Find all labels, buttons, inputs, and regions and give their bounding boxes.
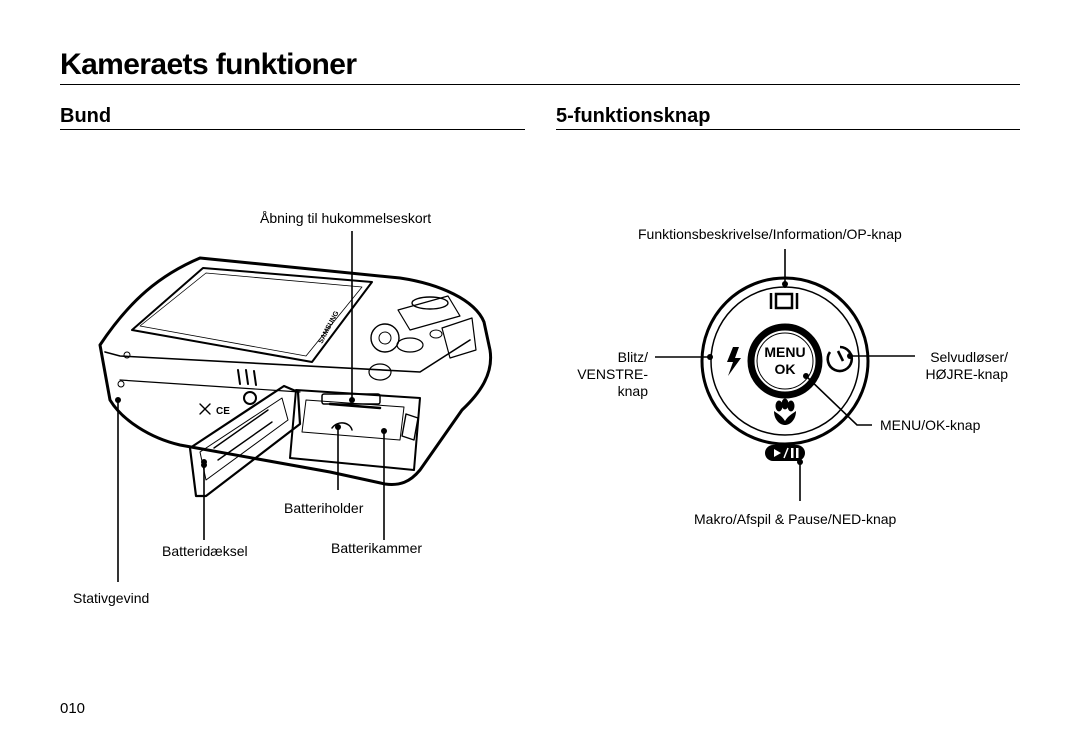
section-heading-bottom: Bund — [60, 105, 112, 127]
label-battery-cover: Batteridæksel — [162, 543, 248, 559]
label-timer-right-line1: Selvudløser/ — [930, 349, 1008, 365]
display-info-icon — [769, 292, 799, 310]
self-timer-icon — [826, 345, 854, 373]
label-battery-holder: Batteriholder — [284, 500, 364, 516]
title-rule — [60, 84, 1020, 85]
page-title: Kameraets funktioner — [60, 48, 357, 81]
svg-text:CE: CE — [216, 406, 230, 417]
label-menu-ok: MENU/OK-knap — [880, 417, 981, 433]
flash-icon — [727, 347, 741, 376]
label-timer-right: Selvudløser/ HØJRE-knap — [900, 349, 1008, 383]
label-tripod-socket: Stativgevind — [73, 590, 150, 606]
label-macro-play: Makro/Afspil & Pause/NED-knap — [694, 511, 897, 527]
label-timer-right-line2: HØJRE-knap — [925, 366, 1008, 382]
label-battery-chamber: Batterikammer — [331, 540, 423, 556]
label-flash-left: Blitz/ VENSTRE- knap — [560, 349, 648, 400]
label-memory-card-opening: Åbning til hukommelseskort — [260, 210, 432, 226]
section-rule-5-function-button — [556, 129, 1020, 130]
label-flash-left-line3: knap — [617, 383, 648, 399]
ok-button-text: OK — [775, 361, 796, 377]
page-number: 010 — [60, 700, 86, 717]
macro-icon — [774, 398, 796, 425]
label-flash-left-line2: VENSTRE- — [577, 366, 648, 382]
menu-button-text: MENU — [764, 344, 805, 360]
label-flash-left-line1: Blitz/ — [617, 349, 648, 365]
play-pause-icon — [765, 445, 805, 461]
section-rule-bottom — [60, 129, 525, 130]
label-function-description: Funktionsbeskrivelse/Information/OP-knap — [638, 226, 902, 242]
section-heading-5-function-button: 5-funktionsknap — [556, 105, 711, 127]
